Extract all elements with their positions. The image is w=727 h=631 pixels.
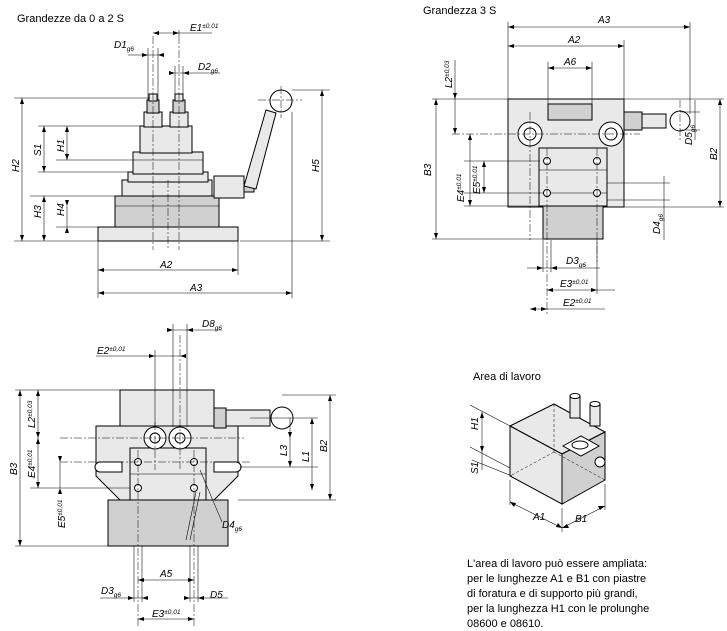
side-a3-label: A3 xyxy=(189,283,203,294)
s3-lever xyxy=(641,113,667,129)
side-column xyxy=(132,151,204,175)
top-d8-label: D8g6 xyxy=(202,319,222,332)
note-line: per le lunghezze A1 e B1 con piastre xyxy=(467,573,646,585)
side-d2-label: D2g6 xyxy=(198,62,218,75)
note-line: L'area di lavoro può essere ampliata: xyxy=(467,558,647,570)
header-work-area: Area di lavoro xyxy=(473,371,541,383)
side-h2-label: H2 xyxy=(11,159,22,172)
side-view: E1±0,01 D1g6 D2g6 H2 H3 S1 H1 xyxy=(11,23,330,298)
top-e4-label: E4±0,01 xyxy=(27,449,38,478)
top-l3-label: L3 xyxy=(279,444,290,456)
s3-b2-label: B2 xyxy=(709,147,720,160)
side-d1-label: D1g6 xyxy=(114,40,134,53)
top-d5-label: D5 xyxy=(210,590,223,601)
s3-lower-block xyxy=(542,205,604,240)
work-area-stud-right xyxy=(589,403,601,427)
side-jaw-block xyxy=(139,125,193,154)
s3-d4-label: D4g6 xyxy=(652,214,665,234)
s3-a2-label: A2 xyxy=(567,35,581,46)
side-h3-label: H3 xyxy=(33,205,44,218)
side-a2-label: A2 xyxy=(159,260,173,271)
s3-a6-label: A6 xyxy=(563,57,577,68)
side-lever-housing xyxy=(213,175,245,199)
s3-d5-label: D5g6 xyxy=(684,125,697,145)
header-sizes-0-2s: Grandezze da 0 a 2 S xyxy=(17,13,124,25)
top-support-plate xyxy=(107,499,229,547)
s3-e3-label: E3±0,01 xyxy=(560,279,589,290)
side-h5-label: H5 xyxy=(311,159,322,172)
work-area-h1-label: H1 xyxy=(470,417,481,430)
s3-e2-label: E2±0,01 xyxy=(563,298,592,309)
top-b2-label: B2 xyxy=(319,439,330,452)
header-size-3s: Grandezza 3 S xyxy=(423,5,496,17)
top-d3-label: D3g6 xyxy=(101,586,121,599)
top-e2-label: E2±0,01 xyxy=(97,346,126,357)
work-area-note: L'area di lavoro può essere ampliata: pe… xyxy=(467,558,649,630)
top-view: D8g6 E2±0,01 B3 L2±0,03 E4±0,01 E5±0,01 … xyxy=(9,319,336,626)
side-h1-label: H1 xyxy=(56,139,67,152)
s3-l2-label: L2±0,03 xyxy=(444,60,455,88)
top-e3-label: E3±0,01 xyxy=(152,609,181,620)
side-s1-label: S1 xyxy=(33,144,44,156)
top-l1-label: L1 xyxy=(301,451,312,462)
note-line: di foratura e di supporto più grandi, xyxy=(467,588,638,600)
work-area-view: H1 S1 A1 B1 xyxy=(469,393,607,532)
top-slot-left xyxy=(94,461,123,473)
work-area-stud-left xyxy=(569,395,581,419)
top-d4-label: D4g6 xyxy=(222,520,242,533)
work-area-s1-label: S1 xyxy=(470,462,481,474)
view-size-3s: A3 A2 A6 B3 L2±0,03 E4±0,01 E5±0,01 xyxy=(423,15,724,315)
side-h4-label: H4 xyxy=(56,203,67,216)
s3-e5-label: E5±0,01 xyxy=(472,165,483,194)
work-area-b1-label: B1 xyxy=(575,514,587,525)
side-support-block xyxy=(114,195,220,228)
note-line: per la lunghezza H1 con le prolunghe xyxy=(467,603,649,615)
s3-b3-label: B3 xyxy=(423,163,434,176)
top-b3-label: B3 xyxy=(9,462,20,475)
top-l2-label: L2±0,03 xyxy=(27,400,38,428)
s3-top-slot xyxy=(547,103,593,121)
top-slot-right xyxy=(213,461,242,473)
side-clamping-lever xyxy=(243,109,277,190)
note-line: 08600 e 08610. xyxy=(467,618,543,630)
side-e1-label: E1±0,01 xyxy=(190,23,219,34)
work-area-a1-label: A1 xyxy=(532,512,545,523)
s3-d3-label: D3g6 xyxy=(566,256,586,269)
top-a5-label: A5 xyxy=(159,569,173,580)
top-upper-body xyxy=(119,389,215,427)
s3-a3-label: A3 xyxy=(597,15,611,26)
top-e5-label: E5±0,01 xyxy=(57,499,68,528)
s3-e4-label: E4±0,01 xyxy=(456,173,467,202)
